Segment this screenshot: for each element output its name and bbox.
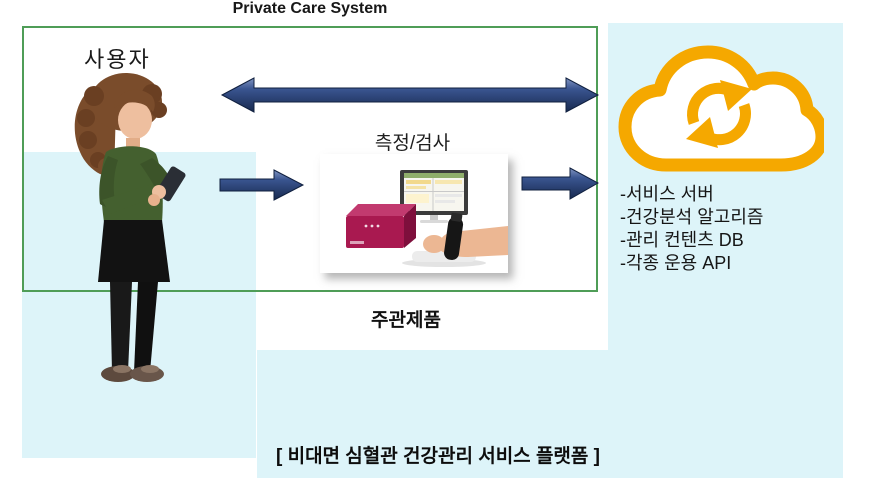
private-care-system-box (22, 26, 598, 292)
face (118, 101, 152, 139)
cloud-services-list: -서비스 서버 -건강분석 알고리즘 -관리 컨텐츠 DB -각종 운용 API (620, 183, 763, 275)
diagram-title: Private Care System (232, 0, 388, 17)
user-label: 사용자 (84, 47, 151, 72)
wrist-sensor-band (444, 217, 464, 261)
platform-caption: [ 비대면 심혈관 건강관리 서비스 플랫폼 ] (275, 446, 600, 467)
cloud-icon (618, 45, 824, 172)
product-label: 주관제품 (371, 310, 441, 331)
device-photo-art (346, 170, 508, 267)
user-photo (74, 73, 186, 382)
list-item: -각종 운용 API (620, 253, 732, 273)
arrow-device-to-cloud (521, 167, 599, 200)
measurement-device-box (346, 216, 404, 248)
skirt (98, 220, 170, 282)
list-item: -서비스 서버 (620, 184, 714, 204)
list-item: -건강분석 알고리즘 (620, 207, 764, 227)
measurement-label: 측정/검사 (374, 133, 451, 154)
sync-arrows-icon (686, 80, 752, 148)
bidirectional-arrow (220, 77, 600, 113)
arrow-user-to-device (219, 169, 305, 201)
device-photo (320, 154, 508, 273)
caption-background-panel (257, 350, 843, 478)
list-item: -관리 컨텐츠 DB (620, 230, 744, 250)
